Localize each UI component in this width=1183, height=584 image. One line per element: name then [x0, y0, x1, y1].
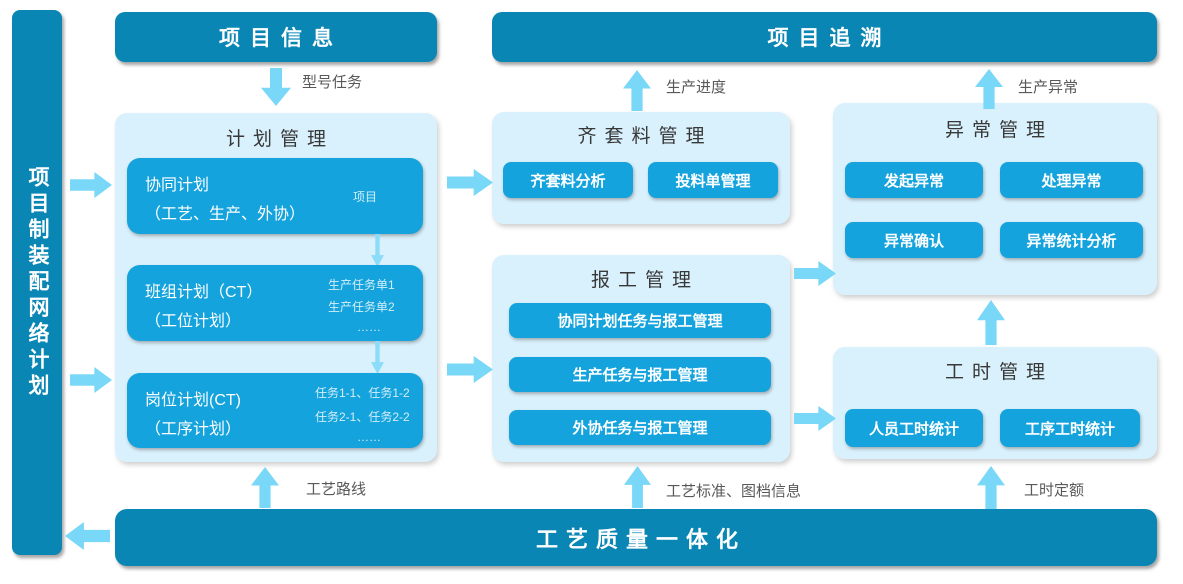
- confirm-exception-label: 异常确认: [883, 232, 944, 250]
- left-arrow-icon: [65, 522, 110, 550]
- material-panel-title: 齐套料管理: [577, 126, 713, 147]
- process-route-label: 工艺路线: [306, 481, 367, 498]
- up-arrow-icon: [977, 466, 1005, 509]
- collaborative-plan-side1: 项目: [353, 190, 378, 204]
- handle-exception-label: 处理异常: [1041, 172, 1102, 190]
- right-arrow-icon: [794, 261, 836, 286]
- production-exception-label: 生产异常: [1018, 79, 1079, 96]
- project-trace-title: 项目追溯: [767, 27, 892, 50]
- up-arrow-icon: [251, 467, 279, 508]
- station-plan-line2: （工序计划）: [145, 421, 242, 438]
- report-panel-title: 报工管理: [590, 270, 699, 291]
- exception-statistics-block: 异常统计分析: [1000, 222, 1143, 258]
- exception-panel-title: 异常管理: [944, 120, 1053, 141]
- right-arrow-icon: [447, 169, 493, 196]
- process-quality-title: 工艺质量一体化: [535, 526, 746, 552]
- feeding-order-block: 投料单管理: [648, 162, 778, 198]
- exception-management-panel: 异常管理 发起异常 处理异常 异常确认 异常统计分析: [833, 103, 1157, 295]
- hour-quota-label: 工时定额: [1024, 482, 1085, 499]
- team-plan-box: 班组计划（CT） （工位计划） 生产任务单1 生产任务单2 ……: [127, 265, 423, 341]
- team-plan-side1: 生产任务单1: [328, 278, 395, 292]
- production-task-report-block: 生产任务与报工管理: [509, 357, 771, 392]
- raise-exception-block: 发起异常: [845, 162, 983, 198]
- confirm-exception-block: 异常确认: [845, 222, 983, 258]
- material-management-panel: 齐套料管理 齐套料分析 投料单管理: [492, 112, 790, 224]
- station-plan-side1: 任务1-1、任务1-2: [315, 386, 410, 400]
- material-analysis-block: 齐套料分析: [503, 162, 633, 198]
- project-info-box: 项目信息: [115, 12, 437, 62]
- up-arrow-icon: [624, 466, 651, 508]
- outsourcing-task-report-block: 外协任务与报工管理: [509, 410, 771, 445]
- right-arrow-icon: [70, 367, 112, 393]
- connector-down-arrow-icon: [371, 341, 384, 374]
- left-bar-title: 项目制装配网络计划: [26, 165, 49, 400]
- station-plan-box: 岗位计划(CT) （工序计划） 任务1-1、任务1-2 任务2-1、任务2-2 …: [127, 373, 423, 448]
- plan-management-panel: 计划管理 协同计划 （工艺、生产、外协） 项目 班组计划（CT） （工位计划） …: [115, 113, 437, 462]
- raise-exception-label: 发起异常: [883, 172, 944, 190]
- project-trace-box: 项目追溯: [492, 12, 1157, 62]
- personnel-hours-label: 人员工时统计: [868, 420, 959, 438]
- team-plan-side2: 生产任务单2: [328, 300, 395, 314]
- material-analysis-label: 齐套料分析: [530, 172, 606, 190]
- hours-panel-title: 工时管理: [944, 362, 1053, 383]
- down-arrow-icon: [261, 68, 291, 106]
- left-vertical-bar: 项目制装配网络计划: [12, 10, 62, 555]
- collaborative-plan-line2: （工艺、生产、外协）: [145, 206, 306, 223]
- collab-task-report-block: 协同计划任务与报工管理: [509, 303, 771, 338]
- plan-panel-title: 计划管理: [225, 129, 334, 150]
- team-plan-line1: 班组计划（CT）: [145, 284, 263, 301]
- process-standard-label: 工艺标准、图档信息: [666, 483, 802, 500]
- hours-management-panel: 工时管理 人员工时统计 工序工时统计: [833, 347, 1157, 459]
- right-arrow-icon: [447, 356, 493, 383]
- up-arrow-icon: [623, 70, 651, 111]
- collaborative-plan-box: 协同计划 （工艺、生产、外协） 项目: [127, 158, 423, 234]
- right-arrow-icon: [794, 406, 836, 431]
- station-plan-side3: ……: [357, 430, 381, 444]
- outsourcing-task-report-label: 外协任务与报工管理: [572, 420, 708, 437]
- collab-task-report-label: 协同计划任务与报工管理: [557, 313, 723, 330]
- project-info-title: 项目信息: [219, 27, 343, 50]
- process-hours-block: 工序工时统计: [1000, 409, 1140, 447]
- up-arrow-icon: [977, 300, 1005, 345]
- station-plan-line1: 岗位计划(CT): [145, 392, 241, 409]
- collaborative-plan-line1: 协同计划: [145, 177, 210, 194]
- exception-statistics-label: 异常统计分析: [1026, 232, 1117, 250]
- production-task-report-label: 生产任务与报工管理: [572, 367, 708, 384]
- connector-down-arrow-icon: [371, 234, 384, 267]
- handle-exception-block: 处理异常: [1000, 162, 1143, 198]
- process-quality-bar: 工艺质量一体化: [115, 509, 1157, 566]
- personnel-hours-block: 人员工时统计: [845, 409, 983, 447]
- right-arrow-icon: [70, 172, 112, 198]
- model-task-label: 型号任务: [302, 74, 363, 91]
- team-plan-side3: ……: [357, 320, 381, 334]
- feeding-order-label: 投料单管理: [675, 172, 751, 190]
- production-progress-label: 生产进度: [666, 79, 727, 96]
- process-hours-label: 工序工时统计: [1024, 420, 1115, 438]
- report-management-panel: 报工管理 协同计划任务与报工管理 生产任务与报工管理 外协任务与报工管理: [492, 255, 790, 462]
- station-plan-side2: 任务2-1、任务2-2: [315, 410, 410, 424]
- team-plan-line2: （工位计划）: [145, 313, 242, 330]
